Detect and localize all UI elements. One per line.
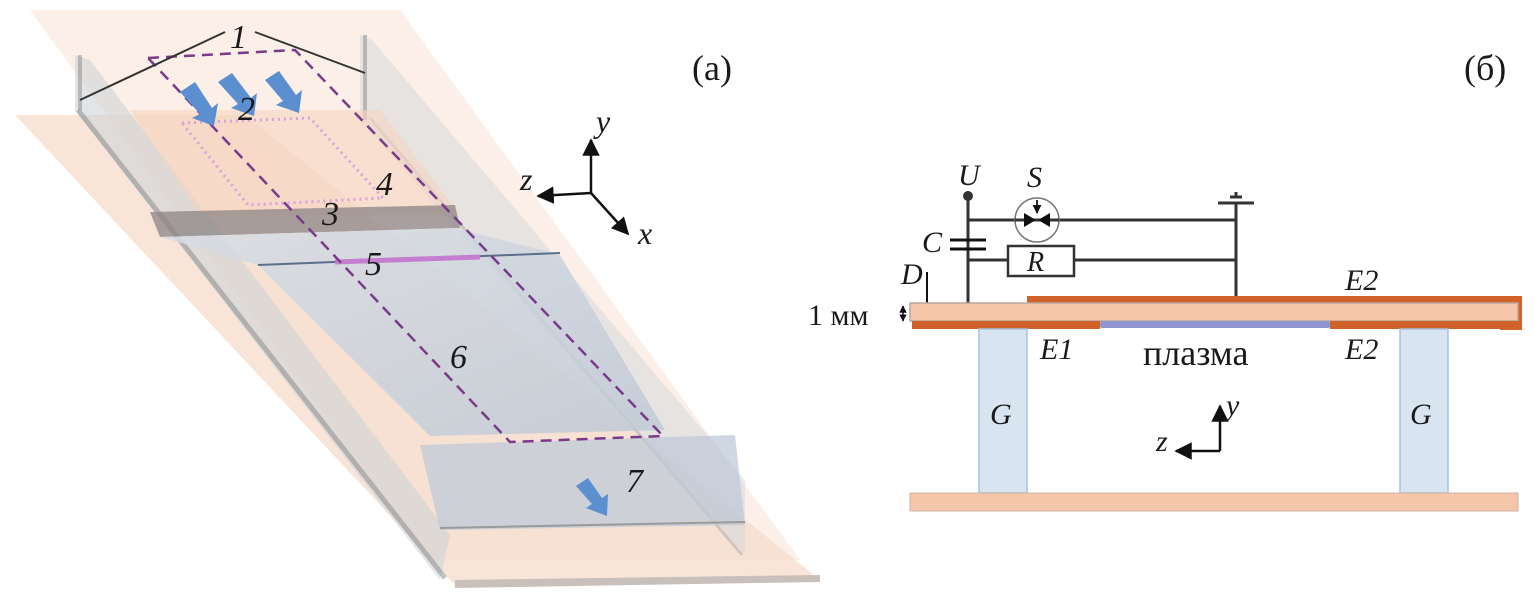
panel-b-cross-section: (б) U S C R D [808, 48, 1522, 512]
electrode-5 [334, 254, 481, 265]
circuit [966, 192, 1254, 322]
callout-5: 5 [365, 246, 382, 283]
inlet-area [130, 110, 460, 215]
electrode-e2-top [1027, 296, 1522, 304]
axes-3d: y z x [519, 103, 652, 251]
callout-6: 6 [450, 339, 467, 376]
flow-arrow-icon [265, 71, 302, 113]
resistor [1006, 244, 1076, 278]
thickness-label: 1 мм [808, 299, 868, 332]
voltage-terminal [963, 191, 973, 201]
label-e2-bottom: E2 [1344, 333, 1378, 366]
plasma-layer [1100, 321, 1330, 328]
axis-y-label-b: y [1223, 389, 1240, 422]
callout-2: 2 [238, 91, 255, 128]
panel-a-3d-view: 1 2 3 4 5 6 7 y z x (a) [15, 10, 820, 588]
dielectric-plate [909, 302, 1519, 322]
flow-arrow-icon [180, 82, 218, 126]
label-R: R [1026, 247, 1044, 278]
callout-3: 3 [321, 196, 339, 233]
label-G-right: G [1410, 398, 1432, 431]
callout-7: 7 [626, 463, 645, 500]
panel-a-label: (a) [692, 48, 732, 88]
region-6 [160, 228, 665, 436]
label-e2-top: E2 [1344, 264, 1378, 297]
left-side-wall [75, 55, 450, 580]
label-G-left: G [990, 398, 1012, 431]
panel-b-label: (б) [1464, 48, 1506, 88]
dotted-inlet-outline [178, 116, 387, 207]
label-S: S [1027, 161, 1042, 194]
electrode-e2-bottom [1330, 321, 1522, 329]
label-e1: E1 [1039, 333, 1073, 366]
spacer-right [1399, 328, 1449, 494]
axes-2d: y z [1155, 389, 1240, 460]
axis-x-label: x [637, 215, 652, 251]
label-C: C [922, 226, 943, 259]
callout-1: 1 [230, 19, 247, 56]
plasma-label: плазма [1143, 333, 1248, 373]
label-D: D [900, 258, 923, 291]
axis-z-label: z [519, 161, 533, 197]
electrode-e1 [912, 321, 1100, 329]
strip-3 [150, 205, 460, 237]
flow-arrow-outlet-icon [576, 478, 608, 516]
spacer-left [978, 328, 1028, 494]
flow-arrow-icon [218, 73, 257, 116]
bottom-plate-b [909, 492, 1519, 512]
label-U: U [958, 159, 982, 192]
axis-y-label: y [593, 103, 611, 139]
callout-4: 4 [376, 166, 393, 203]
spark-gap [1014, 197, 1060, 243]
dashed-outline [145, 48, 666, 444]
axis-z-label-b: z [1155, 425, 1168, 458]
flow-arrows-inlet [180, 71, 302, 126]
bottom-plate-edge [455, 575, 820, 588]
